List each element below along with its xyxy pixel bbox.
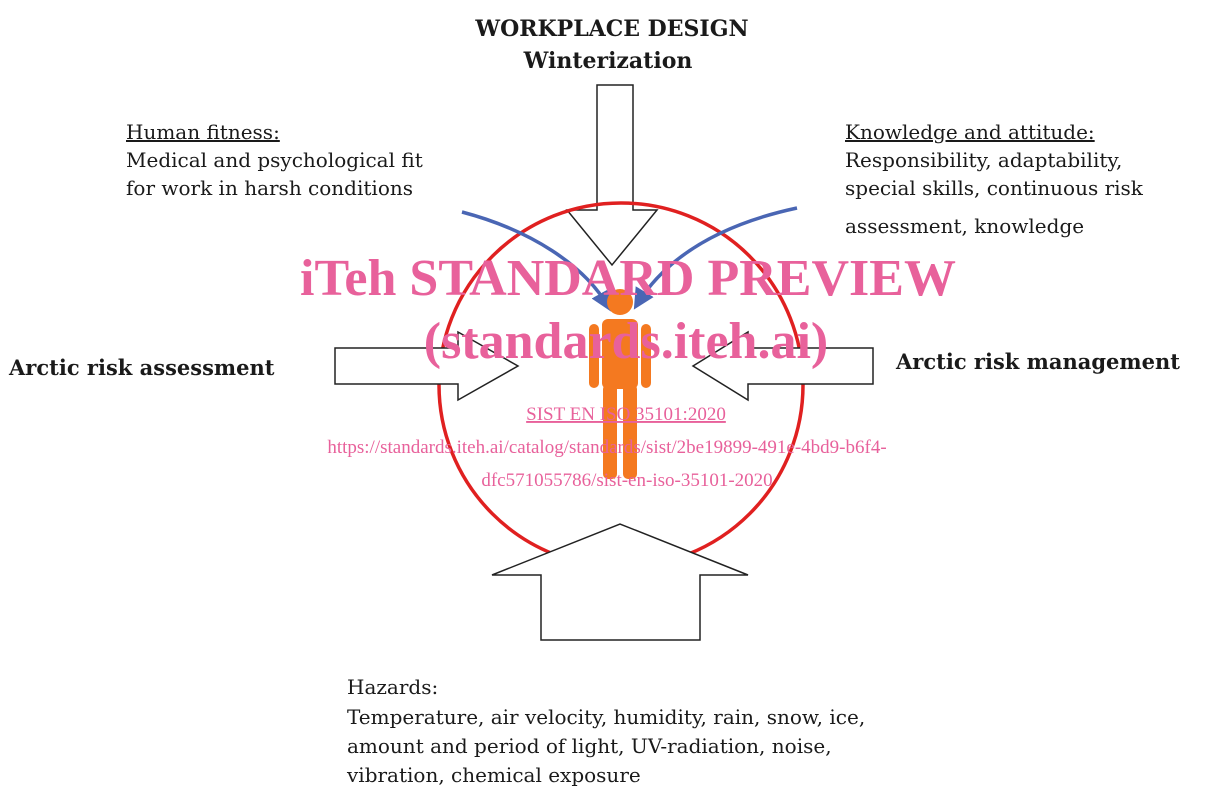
- human-fitness-heading: Human fitness:: [126, 120, 280, 144]
- human-fitness-line-1: Medical and psychological fit: [126, 148, 423, 172]
- watermark-url-line-2: dfc571055786/sist-en-iso-35101-2020: [481, 470, 772, 491]
- arctic-risk-management-label: Arctic risk management: [895, 349, 1180, 374]
- knowledge-line-2: special skills, continuous risk: [845, 176, 1144, 200]
- hazards-line-3: vibration, chemical exposure: [346, 763, 641, 787]
- watermark-url-line-1: https://standards.iteh.ai/catalog/standa…: [327, 437, 886, 458]
- knowledge-heading: Knowledge and attitude:: [845, 120, 1095, 144]
- watermark-title: iTeh STANDARD PREVIEW: [300, 250, 956, 307]
- hazards-line-2: amount and period of light, UV-radiation…: [347, 734, 832, 758]
- knowledge-line-3: assessment, knowledge: [845, 214, 1084, 238]
- bottom-hollow-arrow: [491, 523, 749, 641]
- watermark-subtitle: (standards.iteh.ai): [424, 313, 828, 370]
- workplace-design-title: WORKPLACE DESIGN: [474, 16, 748, 42]
- arctic-risk-assessment-label: Arctic risk assessment: [8, 355, 275, 380]
- blue-curved-arrow-left: [461, 210, 612, 312]
- knowledge-line-1: Responsibility, adaptability,: [845, 148, 1122, 172]
- right-hollow-arrow: [691, 330, 874, 402]
- top-hollow-arrow: [565, 84, 659, 267]
- blue-curved-arrow-right: [633, 206, 798, 310]
- human-fitness-line-2: for work in harsh conditions: [126, 176, 413, 200]
- watermark-code-link[interactable]: SIST EN ISO 35101:2020: [526, 404, 726, 425]
- hazards-line-1: Temperature, air velocity, humidity, rai…: [347, 705, 865, 729]
- human-figure-icon: [589, 289, 651, 479]
- winterization-subtitle: Winterization: [523, 48, 693, 74]
- hazards-heading: Hazards:: [347, 675, 438, 699]
- left-hollow-arrow: [334, 330, 520, 402]
